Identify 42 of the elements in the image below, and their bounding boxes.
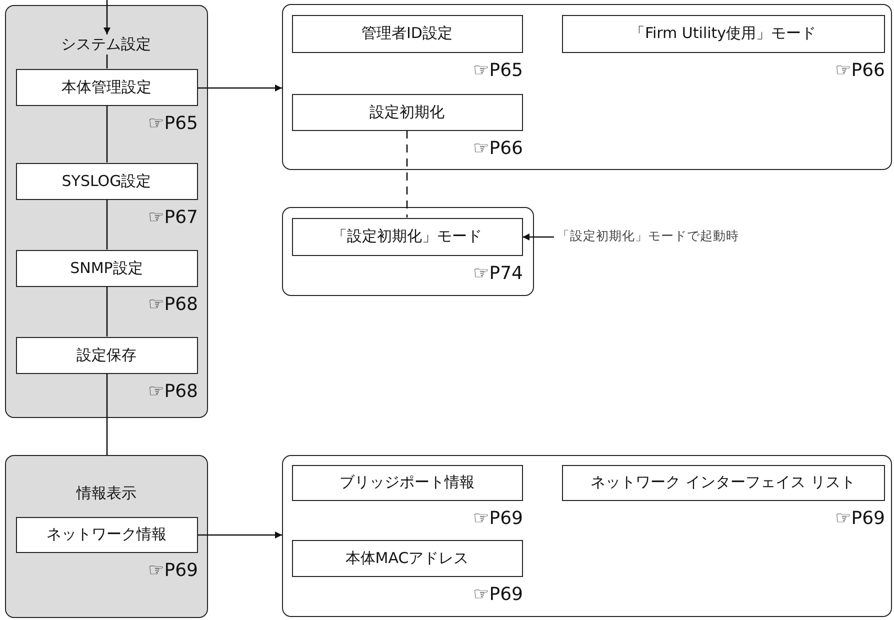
page-reference: ☞P69 [835, 508, 885, 529]
group-title: システム設定 [4, 34, 208, 54]
menu-box: 本体MACアドレス [292, 540, 522, 576]
group-frame [5, 5, 208, 418]
connector-line [106, 286, 108, 336]
connector-line [406, 130, 408, 218]
menu-box: 「Firm Utility使用」モード [562, 14, 884, 52]
page-reference: ☞P66 [835, 60, 885, 81]
page-reference: ☞P65 [148, 113, 198, 134]
connector-line [106, 200, 108, 250]
connector-line [106, 106, 108, 162]
group-frame [282, 4, 892, 170]
page-reference: ☞P69 [473, 584, 523, 605]
connector-line [106, 374, 108, 455]
menu-box: 「設定初期化」モード [292, 218, 522, 256]
page-reference: ☞P69 [473, 508, 523, 529]
group-frame [282, 455, 892, 617]
page-reference: ☞P68 [148, 294, 198, 315]
group-panel [5, 455, 208, 618]
group-title: 情報表示 [75, 484, 138, 503]
menu-box: 本体管理設定 [16, 68, 198, 106]
page-reference: ☞P67 [148, 207, 198, 228]
menu-box: SNMP設定 [16, 250, 198, 286]
page-reference: ☞P66 [473, 138, 523, 159]
page-reference: ☞P74 [473, 263, 523, 284]
arrow [104, 0, 110, 34]
menu-box: ブリッジポート情報 [292, 464, 522, 500]
group-frame [282, 207, 534, 296]
menu-box: ネットワーク インターフェイス リスト [562, 464, 884, 500]
arrow [198, 84, 282, 92]
menu-box: 設定初期化 [292, 94, 522, 130]
menu-box: 管理者ID設定 [292, 14, 522, 52]
menu-box: 設定保存 [16, 336, 198, 374]
page-reference: ☞P69 [148, 560, 198, 581]
connector-line [106, 54, 108, 68]
page-reference: ☞P68 [148, 381, 198, 402]
arrow [198, 532, 282, 538]
page-reference: ☞P65 [473, 60, 523, 81]
arrow [522, 234, 554, 240]
menu-box: ネットワーク情報 [16, 516, 198, 552]
menu-box: SYSLOG設定 [16, 162, 198, 200]
annotation-text: 「設定初期化」モードで起動時 [557, 228, 739, 245]
